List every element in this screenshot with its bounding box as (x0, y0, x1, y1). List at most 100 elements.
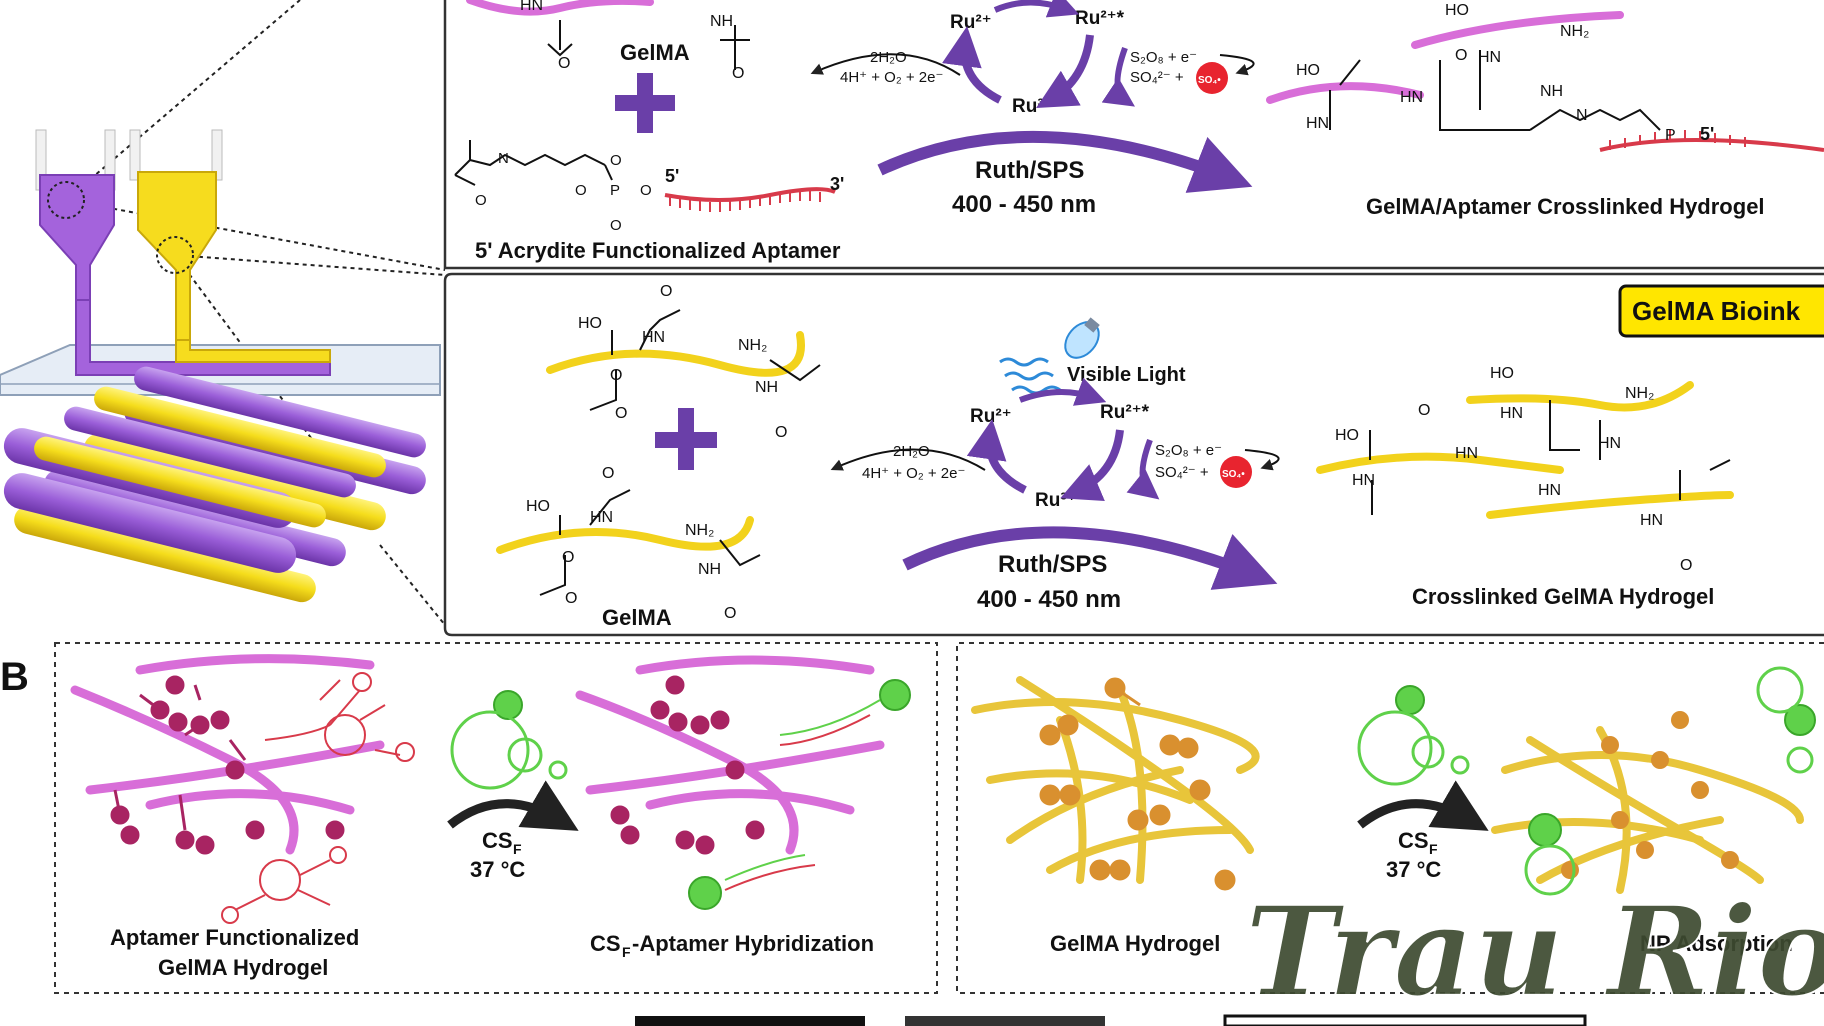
hybridization-label-post: -Aptamer Hybridization (632, 931, 874, 956)
chem-o: O (640, 182, 652, 199)
chem-hn: HN (1538, 482, 1561, 499)
chem-o: O (732, 65, 744, 82)
chem-nh: NH (710, 13, 733, 30)
chem-o: O (775, 424, 787, 441)
panel-b-right-box: GelMA Hydrogel CS F 37 °C (956, 642, 1824, 994)
chem-ho: HO (578, 315, 602, 332)
csf-arrow-sub: F (513, 841, 522, 857)
chem-nh: NH (698, 561, 721, 578)
hybridization-label-sub: F (622, 944, 631, 960)
chem-p: P (1665, 127, 1676, 144)
gelma-hydrogel-network (971, 676, 1260, 884)
sulfate-radical-icon (1196, 62, 1228, 94)
temp-label: 37 °C (1386, 857, 1441, 882)
chem-nh2: NH₂ (1625, 385, 1654, 402)
printed-scaffold-illustration (3, 366, 426, 603)
hybridization-label-pre: CS (590, 931, 621, 956)
chem-nh: NH (1540, 83, 1563, 100)
chem-ho: HO (1296, 62, 1320, 79)
three-prime-label: 3' (830, 174, 844, 194)
water-products-label: 4H⁺ + O₂ + 2e⁻ (862, 465, 965, 482)
ru3-label: Ru³⁺ (1035, 490, 1077, 511)
chem-hn: HN (1478, 49, 1501, 66)
persulfate-label: S₂O₈ + e⁻ (1155, 442, 1222, 459)
product-label-top: GelMA/Aptamer Crosslinked Hydrogel (1366, 194, 1765, 219)
reaction-arrow-top (877, 130, 1253, 193)
chem-hn: HN (1640, 512, 1663, 529)
gelma-hydrogel-label: GelMA Hydrogel (1050, 931, 1220, 956)
chem-nh2: NH₂ (738, 337, 767, 354)
temp-label: 37 °C (470, 857, 525, 882)
chem-o: O (602, 465, 614, 482)
light-bulb-icon (999, 317, 1100, 395)
chem-o: O (615, 405, 627, 422)
csf-arrow-label: CS (1398, 828, 1429, 853)
chem-ho: HO (1445, 2, 1469, 19)
aptamer-gelma-label-line2: GelMA Hydrogel (158, 955, 328, 980)
chem-o: O (1418, 402, 1430, 419)
chem-hn: HN (520, 0, 543, 14)
process-arrow (1357, 780, 1489, 831)
water-label: 2H₂O (893, 443, 930, 460)
ru2-label: Ru²⁺ (970, 406, 1012, 427)
watermark-logo: Trau Rio (1245, 880, 1824, 1025)
np-adsorption-label: NP Adsorption (1640, 931, 1793, 956)
radical-text: SO₄• (1198, 75, 1221, 86)
gelma-label-top: GelMA (620, 40, 690, 65)
panel-b-left-box: Aptamer Functionalized GelMA Hydrogel CS… (54, 642, 938, 994)
gelma-chain-magenta (466, 0, 654, 16)
chem-o: O (610, 152, 622, 169)
sulfate-radical-icon (1220, 456, 1252, 488)
bottom-panels-strip (635, 1014, 1587, 1026)
chem-o: O (562, 549, 574, 566)
gelma-label-bottom: GelMA (602, 605, 672, 630)
chem-o: O (565, 590, 577, 607)
chem-nh2: NH₂ (1560, 23, 1589, 40)
five-prime-label: 5' (665, 166, 679, 186)
sulfate-label: SO₄²⁻ + (1130, 69, 1184, 86)
chem-ho: HO (1490, 365, 1514, 382)
aptamer-gelma-label-line1: Aptamer Functionalized (110, 925, 359, 950)
chem-nh2: NH₂ (685, 522, 714, 539)
panel-b-letter: B (0, 655, 29, 699)
ru3-label: Ru³⁺ (1012, 96, 1054, 117)
panel-a-bottom-box: GelMA Bioink HO HN NH₂ NH O O O O HO HN … (443, 272, 1824, 637)
chem-ho: HO (526, 498, 550, 515)
catalyst-label-top: Ruth/SPS (975, 157, 1084, 184)
chem-hn: HN (1598, 435, 1621, 452)
chem-n: N (498, 150, 509, 167)
chem-nh: NH (755, 379, 778, 396)
chem-hn: HN (1455, 445, 1478, 462)
process-arrow (447, 780, 579, 831)
csf-arrow-sub: F (1429, 841, 1438, 857)
ru2star-label: Ru²⁺* (1100, 402, 1150, 423)
chem-o: O (610, 217, 622, 234)
chem-n: N (1576, 107, 1588, 124)
ru2star-label: Ru²⁺* (1075, 8, 1125, 29)
gelma-bioink-badge (1618, 284, 1824, 338)
chem-o: O (1455, 47, 1467, 64)
chem-o: O (610, 367, 622, 384)
radical-text: SO₄• (1222, 469, 1245, 480)
chem-hn: HN (642, 329, 665, 346)
water-products-label: 4H⁺ + O₂ + 2e⁻ (840, 69, 943, 86)
csf-target-icon (1357, 685, 1470, 786)
wavelength-label-bottom: 400 - 450 nm (977, 586, 1121, 613)
aptamer-label: 5' Acrydite Functionalized Aptamer (475, 238, 841, 263)
chem-hn: HN (1352, 472, 1375, 489)
water-label: 2H₂O (870, 49, 907, 66)
wavelength-label-top: 400 - 450 nm (952, 191, 1096, 218)
chem-hn: HN (1400, 89, 1423, 106)
ru2-label: Ru²⁺ (950, 12, 992, 33)
sulfate-label: SO₄²⁻ + (1155, 464, 1209, 481)
chem-o: O (724, 605, 736, 622)
chem-o: O (558, 55, 570, 72)
aptamer-gelma-network (70, 654, 415, 924)
csf-target-icon (450, 690, 568, 790)
chem-ho: HO (1335, 427, 1359, 444)
chem-o: O (660, 283, 672, 300)
bioink-badge-label: GelMA Bioink (1632, 296, 1801, 326)
csf-arrow-label: CS (482, 828, 513, 853)
chem-o: O (475, 192, 487, 209)
